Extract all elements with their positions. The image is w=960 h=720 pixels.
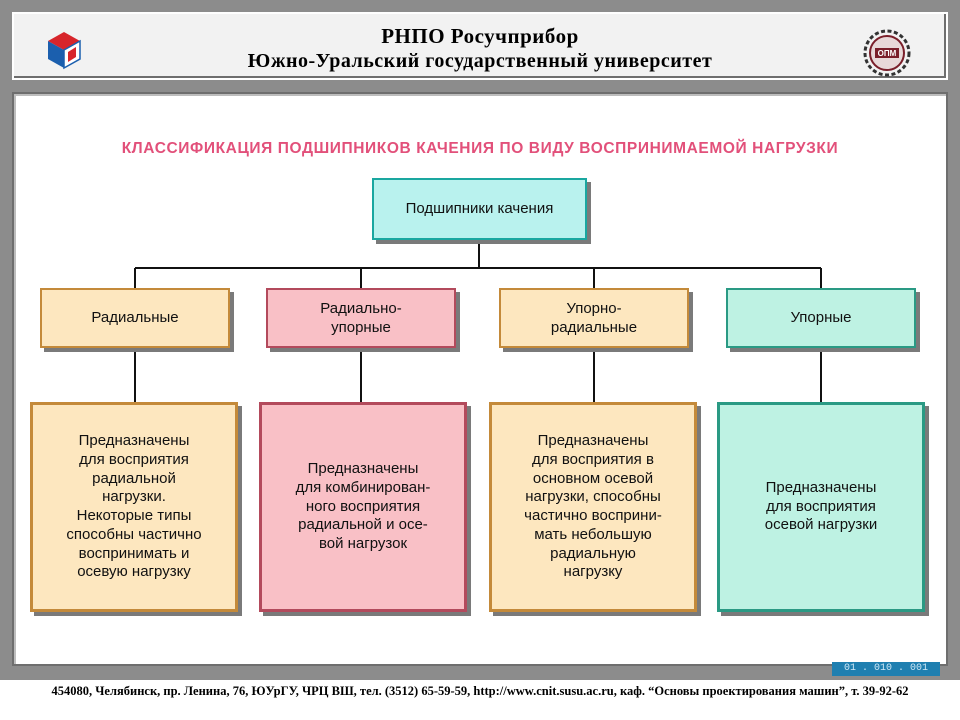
description-line: основном осевой (532, 469, 654, 487)
category-radial: Радиальные (40, 288, 230, 348)
category-label-line: Радиально- (320, 299, 402, 317)
cube-logo-icon (48, 32, 81, 70)
category-thrust: Упорные (726, 288, 916, 348)
description-thrust-radial: Предназначены для восприятия в основном … (489, 402, 697, 612)
category-label-line: Радиальные (91, 309, 179, 327)
category-label-line: упорные (331, 319, 391, 336)
description-radial-thrust: Предназначены для комбинирован- ного вос… (259, 402, 467, 612)
header-title: РНПО Росучприбор (381, 24, 579, 48)
description-line: радиальную (550, 544, 636, 562)
description-line: нагрузки, способны (525, 488, 661, 506)
description-line: мать небольшую (534, 525, 652, 543)
root-node-label: Подшипники качения (405, 200, 554, 218)
description-line: Предназначены (78, 432, 190, 449)
description-line: вой нагрузок (318, 535, 408, 553)
description-line: Предназначены (307, 460, 419, 478)
description-line: нагрузки. (102, 488, 166, 506)
description-line: для восприятия в (532, 450, 654, 468)
description-line: Предназначены (765, 478, 877, 496)
description-line: осевую нагрузку (77, 563, 191, 581)
category-label-line: Упорно- (566, 299, 622, 317)
description-thrust: Предназначены для восприятия осевой нагр… (717, 402, 925, 612)
category-thrust-radial: Упорно- радиальные (499, 288, 689, 348)
description-line: нагрузку (563, 563, 623, 581)
description-line: способны частично (66, 525, 202, 543)
header-banner: РНПО Росучприбор Южно-Уральский государс… (12, 12, 948, 80)
header-subtitle: Южно-Уральский государственный университ… (247, 50, 713, 72)
description-line: Некоторые типы (76, 507, 192, 524)
diagram-title: КЛАССИФИКАЦИЯ ПОДШИПНИКОВ КАЧЕНИЯ ПО ВИД… (121, 140, 839, 157)
description-line: радиальной (92, 469, 176, 487)
category-label-line: Упорные (790, 309, 852, 327)
description-line: для восприятия (79, 450, 189, 468)
description-line: для комбинирован- (295, 478, 431, 496)
description-line: радиальной и осе- (298, 516, 428, 534)
gear-emblem-icon: ОПМ (863, 29, 911, 77)
slide-code-label: 01 . 010 . 001 (832, 662, 940, 676)
category-radial-thrust: Радиально- упорные (266, 288, 456, 348)
description-line: осевой нагрузки (764, 516, 878, 534)
description-line: Предназначены (537, 432, 649, 449)
root-node: Подшипники качения (372, 178, 587, 240)
emblem-text: ОПМ (878, 49, 897, 58)
description-line: воспринимать и (78, 544, 190, 562)
description-radial: Предназначены для восприятия радиальной … (30, 402, 238, 612)
footer-contact: 454080, Челябинск, пр. Ленина, 76, ЮУрГУ… (51, 684, 909, 698)
description-line: для восприятия (766, 497, 876, 515)
description-line: частично восприни- (524, 507, 662, 524)
category-label-line: радиальные (550, 319, 638, 336)
description-line: ного восприятия (305, 497, 421, 515)
